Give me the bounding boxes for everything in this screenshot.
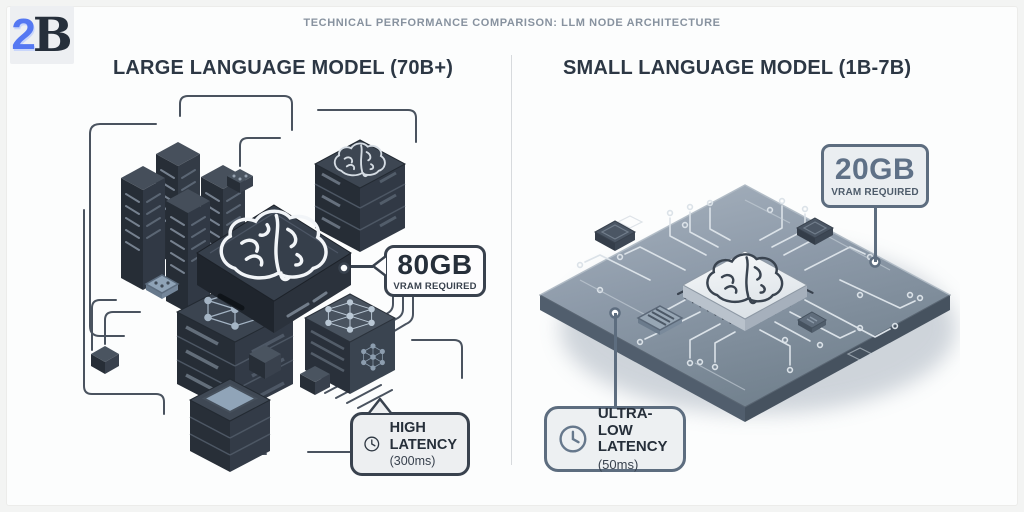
brand-logo: 2 B — [10, 6, 74, 64]
vram-label: VRAM REQUIRED — [831, 186, 919, 198]
brain-icon — [219, 209, 328, 282]
logo-letter: B — [32, 7, 73, 63]
page-title: TECHNICAL PERFORMANCE COMPARISON: LLM NO… — [303, 17, 721, 29]
vram-label: VRAM REQUIRED — [393, 280, 477, 292]
left-panel-heading: LARGE LANGUAGE MODEL (70B+) — [113, 57, 454, 79]
latency-word-2: LATENCY — [389, 436, 457, 453]
connector-chip — [144, 274, 180, 299]
latency-callout-high: HIGH LATENCY (300ms) — [350, 412, 470, 476]
vram-value: 20GB — [834, 152, 916, 186]
logo-digit: 2 — [11, 10, 36, 59]
neural-network-icon — [325, 299, 375, 333]
vram-80gb-connector-line — [351, 265, 373, 268]
llm-cluster-illustration — [83, 95, 463, 472]
screen-server-stack — [188, 378, 272, 472]
callout-pointer-left — [371, 255, 387, 277]
latency-value: (50ms) — [597, 457, 639, 473]
clock-icon — [559, 425, 587, 453]
surface-chip — [636, 305, 684, 335]
vram-value: 80GB — [397, 248, 473, 280]
clock-icon — [364, 436, 380, 452]
latency-callout-ultra-low: ULTRA-LOW LATENCY (50ms) — [544, 404, 686, 473]
server-screen — [201, 383, 259, 414]
surface-chip — [593, 220, 637, 251]
brain-icon — [706, 253, 784, 305]
brain-server-stack — [313, 139, 407, 252]
surface-chip — [796, 311, 828, 333]
connector-dot — [338, 262, 350, 274]
vram-20gb-connector-line — [874, 208, 877, 262]
brain-icon — [333, 142, 386, 178]
server-tower — [121, 166, 165, 290]
surface-chip — [795, 217, 835, 245]
component-cubes — [91, 169, 330, 395]
latency-ultra-connector-line — [614, 313, 617, 406]
latency-word-1: HIGH — [389, 420, 426, 437]
circuit-board — [538, 184, 952, 422]
latency-word-2: LATENCY — [597, 438, 668, 456]
slm-chip-illustration — [538, 184, 956, 422]
central-slm-chip — [681, 250, 809, 331]
panel-divider — [511, 55, 512, 465]
latency-value: (300ms) — [389, 453, 436, 468]
callout-pointer-top — [368, 397, 392, 414]
right-panel-heading: SMALL LANGUAGE MODEL (1B-7B) — [563, 57, 912, 79]
vram-callout-small: 20GB VRAM REQUIRED — [821, 144, 929, 208]
vram-callout-large: 80GB VRAM REQUIRED — [384, 245, 486, 297]
latency-word-1: ULTRA-LOW — [597, 404, 653, 439]
neural-network-icon — [361, 343, 385, 371]
central-llm-chip — [196, 204, 352, 333]
